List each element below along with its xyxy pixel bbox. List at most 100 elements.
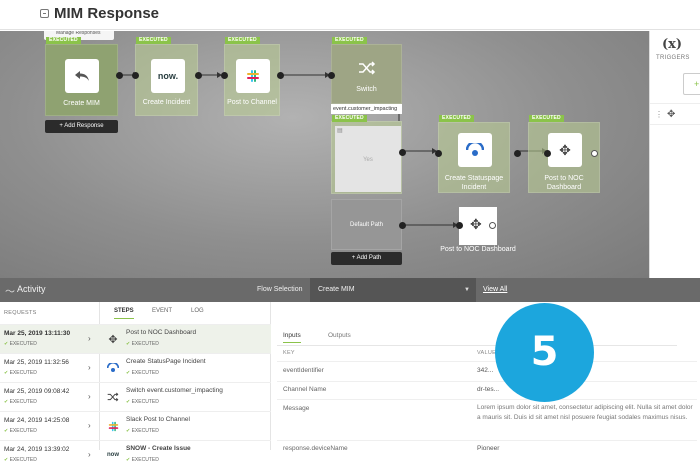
input-port[interactable] [435,150,442,157]
requests-header: REQUESTS [4,310,37,316]
executed-badge: EXECUTED [439,115,474,122]
add-path-button[interactable]: + Add Path [331,252,402,265]
create-incident-node[interactable]: EXECUTED now. Create Incident [132,37,202,116]
post-to-channel-node[interactable]: EXECUTED Post to Channel [221,37,284,116]
request-row[interactable]: Mar 25, 2019 11:32:56 ✔ EXECUTED › [0,353,100,382]
step-row[interactable]: Create StatusPage Incident ✔ EXECUTED [100,353,271,382]
flow-selection-dropdown[interactable]: Create MIM ▼ [310,278,476,302]
chevron-right-icon: › [88,392,91,401]
step-label: Switch event.customer_impacting [126,387,223,394]
slack-icon [236,59,270,93]
request-date: Mar 25, 2019 09:08:42 [4,388,70,395]
output-port[interactable] [277,72,284,79]
chevron-right-icon: › [88,363,91,372]
step-number-badge: 5 [495,303,594,402]
check-icon: ✔ [4,428,9,434]
branch-label: Yes [363,157,373,163]
output-port[interactable] [489,222,496,229]
step-row[interactable]: ✥ Post to NOC Dashboard ✔ EXECUTED [100,324,271,353]
flow-selection-value: Create MIM [318,286,355,293]
post-to-noc-dashboard-node[interactable]: ✥ [456,207,497,245]
step-status: ✔ EXECUTED [126,399,159,405]
switch-node[interactable]: EXECUTED Switch [328,37,402,104]
step-status: ✔ EXECUTED [126,428,159,434]
servicenow-icon: now. [151,59,185,93]
request-row[interactable]: Mar 25, 2019 13:11:30 ✔ EXECUTED › [0,324,100,353]
executed-badge: EXECUTED [332,37,367,44]
input-port[interactable] [132,72,139,79]
node-label: Post to Channel [227,99,277,106]
variables-icon[interactable]: (x) [662,37,683,52]
flow-canvas[interactable]: Manage Responses EXECUTED Create MIM + A… [0,31,649,278]
create-statuspage-incident-node[interactable]: EXECUTED Create Statuspage Incident [435,115,521,193]
input-port[interactable] [544,150,551,157]
request-row[interactable]: Mar 24, 2019 13:39:02 ✔ EXECUTED › [0,440,100,469]
step-label: Slack Post to Channel [126,416,190,423]
document-icon: ▤ [337,128,343,134]
executed-badge: EXECUTED [136,37,171,44]
shuffle-icon [107,391,119,403]
default-path-node[interactable]: Default Path [331,199,406,250]
step-row[interactable]: Slack Post to Channel ✔ EXECUTED [100,411,271,440]
add-response-button[interactable]: + Add Response [45,120,118,133]
request-row[interactable]: Mar 24, 2019 14:25:08 ✔ EXECUTED › [0,411,100,440]
output-port[interactable] [591,150,598,157]
tab-event[interactable]: EVENT [152,308,173,314]
yes-branch-node[interactable]: EXECUTED ▤ Yes [331,115,406,194]
yes-branch-body: ▤ Yes [335,126,401,192]
output-port[interactable] [399,222,406,229]
input-value: Lorem ipsum dolor sit amet, consectetur … [477,404,693,421]
step-status: ✔ EXECUTED [126,370,159,376]
statuspage-icon [458,133,492,167]
step-status: ✔ EXECUTED [126,341,159,347]
tab-log[interactable]: LOG [191,308,204,314]
trigger-item[interactable]: ⋮ ✥ [650,103,700,125]
request-row[interactable]: Mar 25, 2019 09:08:42 ✔ EXECUTED › [0,382,100,411]
input-key: response.deviceName [283,445,348,452]
input-port[interactable] [221,72,228,79]
step-row[interactable]: now SNOW - Create Issue ✔ EXECUTED [100,440,271,469]
puzzle-icon: ✥ [548,133,582,167]
request-date: Mar 24, 2019 14:25:08 [4,417,70,424]
collapse-icon[interactable] [40,9,49,18]
divider [277,361,697,362]
check-icon: ✔ [126,370,131,376]
step-label: Post to NOC Dashboard [126,329,197,336]
input-key: eventIdentifier [283,367,324,374]
puzzle-icon: ✥ [470,216,482,232]
tab-inputs[interactable]: Inputs [283,332,301,343]
create-mim-node[interactable]: EXECUTED Create MIM [45,37,123,116]
step-status: ✔ EXECUTED [126,457,159,463]
caret-down-icon: ▼ [464,287,470,293]
request-status: ✔ EXECUTED [4,399,37,405]
node-label: Create Incident [142,99,191,106]
request-date: Mar 25, 2019 13:11:30 [4,330,71,337]
step-label: Create StatusPage Incident [126,358,206,365]
add-trigger-button[interactable]: + [683,73,700,95]
flow-selection-label: Flow Selection [257,286,303,293]
view-all-link[interactable]: View All [483,286,508,293]
executed-badge: EXECUTED [529,115,564,122]
value-column-header: VALUE [477,350,497,356]
output-port[interactable] [514,150,521,157]
tab-steps[interactable]: STEPS [114,308,134,319]
node-label: Default Path [349,222,384,228]
post-to-noc-dashboard-node[interactable]: EXECUTED ✥ Post to NOC Dashboard [528,115,600,193]
request-status: ✔ EXECUTED [4,370,37,376]
divider [277,399,697,400]
request-status: ✔ EXECUTED [4,428,37,434]
input-key: Message [283,405,310,412]
input-port[interactable] [456,222,463,229]
triggers-label: TRIGGERS [656,55,690,61]
input-port[interactable] [328,72,335,79]
output-port[interactable] [195,72,202,79]
check-icon: ✔ [126,457,131,463]
steps-panel: STEPS EVENT LOG ✥ Post to NOC Dashboard … [100,302,271,463]
drag-handle-icon[interactable]: ⋮ [655,110,663,119]
tab-outputs[interactable]: Outputs [328,332,351,339]
output-port[interactable] [116,72,123,79]
reply-icon [65,59,99,93]
step-row[interactable]: Switch event.customer_impacting ✔ EXECUT… [100,382,271,411]
request-date: Mar 25, 2019 11:32:56 [4,359,69,366]
output-port[interactable] [399,149,406,156]
